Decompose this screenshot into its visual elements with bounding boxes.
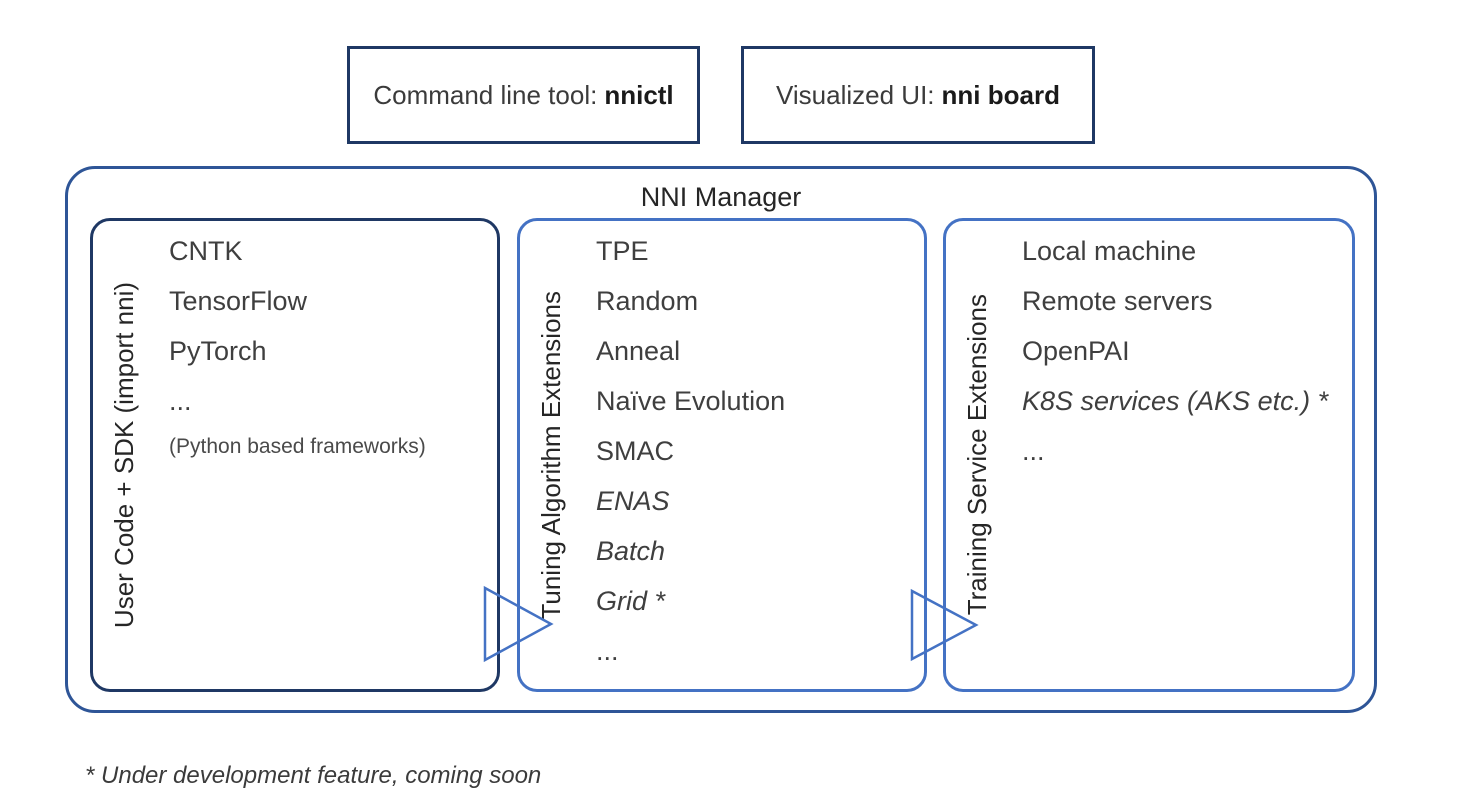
nnictl-label: nnictl (604, 79, 674, 110)
list-item: Random (596, 285, 699, 316)
tuning-algorithm-box: Tuning Algorithm Extensions TPE Random A… (517, 218, 927, 692)
list-item: PyTorch (169, 335, 267, 366)
visualized-ui-label: Visualized UI: (776, 79, 935, 110)
list-item: Batch (596, 535, 666, 566)
list-item: K8S services (AKS etc.) * (1022, 385, 1329, 416)
training-service-item-list: Local machine Remote servers OpenPAI K8S… (946, 221, 1352, 476)
flow-arrow-icon (910, 588, 979, 662)
list-item: TensorFlow (169, 285, 308, 316)
list-item: (Python based frameworks) (169, 435, 426, 458)
list-item: Local machine (1022, 235, 1197, 266)
tuning-algorithm-item-list: TPE Random Anneal Naïve Evolution SMAC E… (520, 221, 924, 676)
list-item: ... (596, 635, 619, 666)
visualized-ui-box: Visualized UI: nni board (741, 46, 1095, 144)
user-code-sdk-side-label: User Code + SDK (import nni) (108, 281, 139, 629)
list-item: Remote servers (1022, 285, 1213, 316)
list-item: ... (169, 385, 192, 416)
list-item: ENAS (596, 485, 670, 516)
user-code-sdk-box: User Code + SDK (import nni) CNTK Tensor… (90, 218, 500, 692)
list-item: SMAC (596, 435, 675, 466)
list-item: CNTK (169, 235, 243, 266)
training-service-box: Training Service Extensions Local machin… (943, 218, 1355, 692)
flow-arrow-icon (483, 585, 554, 663)
list-item: Anneal (596, 335, 681, 366)
list-item: OpenPAI (1022, 335, 1130, 366)
list-item: Grid * (596, 585, 666, 616)
user-code-item-list: CNTK TensorFlow PyTorch ... (Python base… (93, 221, 497, 468)
footnote: * Under development feature, coming soon (85, 762, 542, 789)
command-line-tool-label: Command line tool: (373, 79, 598, 110)
list-item: TPE (596, 235, 649, 266)
list-item: ... (1022, 435, 1045, 466)
nni-board-label: nni board (941, 79, 1060, 110)
nni-manager-title: NNI Manager (640, 182, 802, 212)
list-item: Naïve Evolution (596, 385, 786, 416)
command-line-tool-box: Command line tool: nnictl (347, 46, 700, 144)
